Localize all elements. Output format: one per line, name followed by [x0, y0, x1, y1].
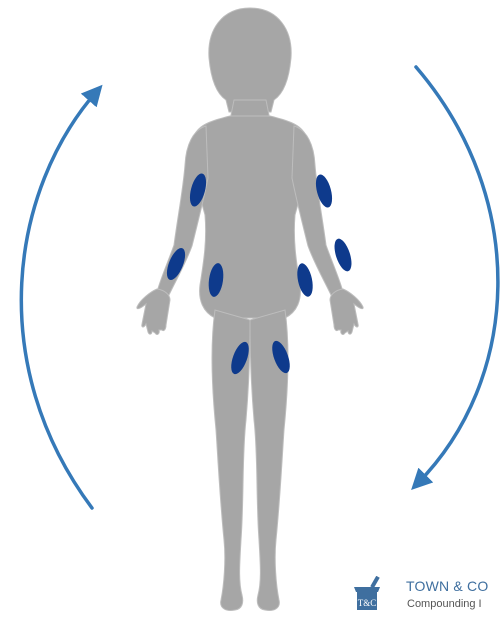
left-rotation-arrow [21, 91, 97, 508]
mortar-and-pestle-icon: T&C [353, 576, 381, 612]
right-rotation-arrow [416, 67, 498, 484]
right-arm [157, 126, 208, 297]
body-silhouette [137, 8, 363, 611]
logo-mark-letters: T&C [358, 598, 377, 608]
logo-title: TOWN & CO [406, 578, 488, 594]
left-hand [330, 289, 363, 334]
company-logo: T&C TOWN & CO Compounding I [347, 570, 501, 617]
head [209, 8, 291, 112]
right-hand [137, 289, 170, 334]
logo-subtitle: Compounding I [407, 598, 482, 610]
